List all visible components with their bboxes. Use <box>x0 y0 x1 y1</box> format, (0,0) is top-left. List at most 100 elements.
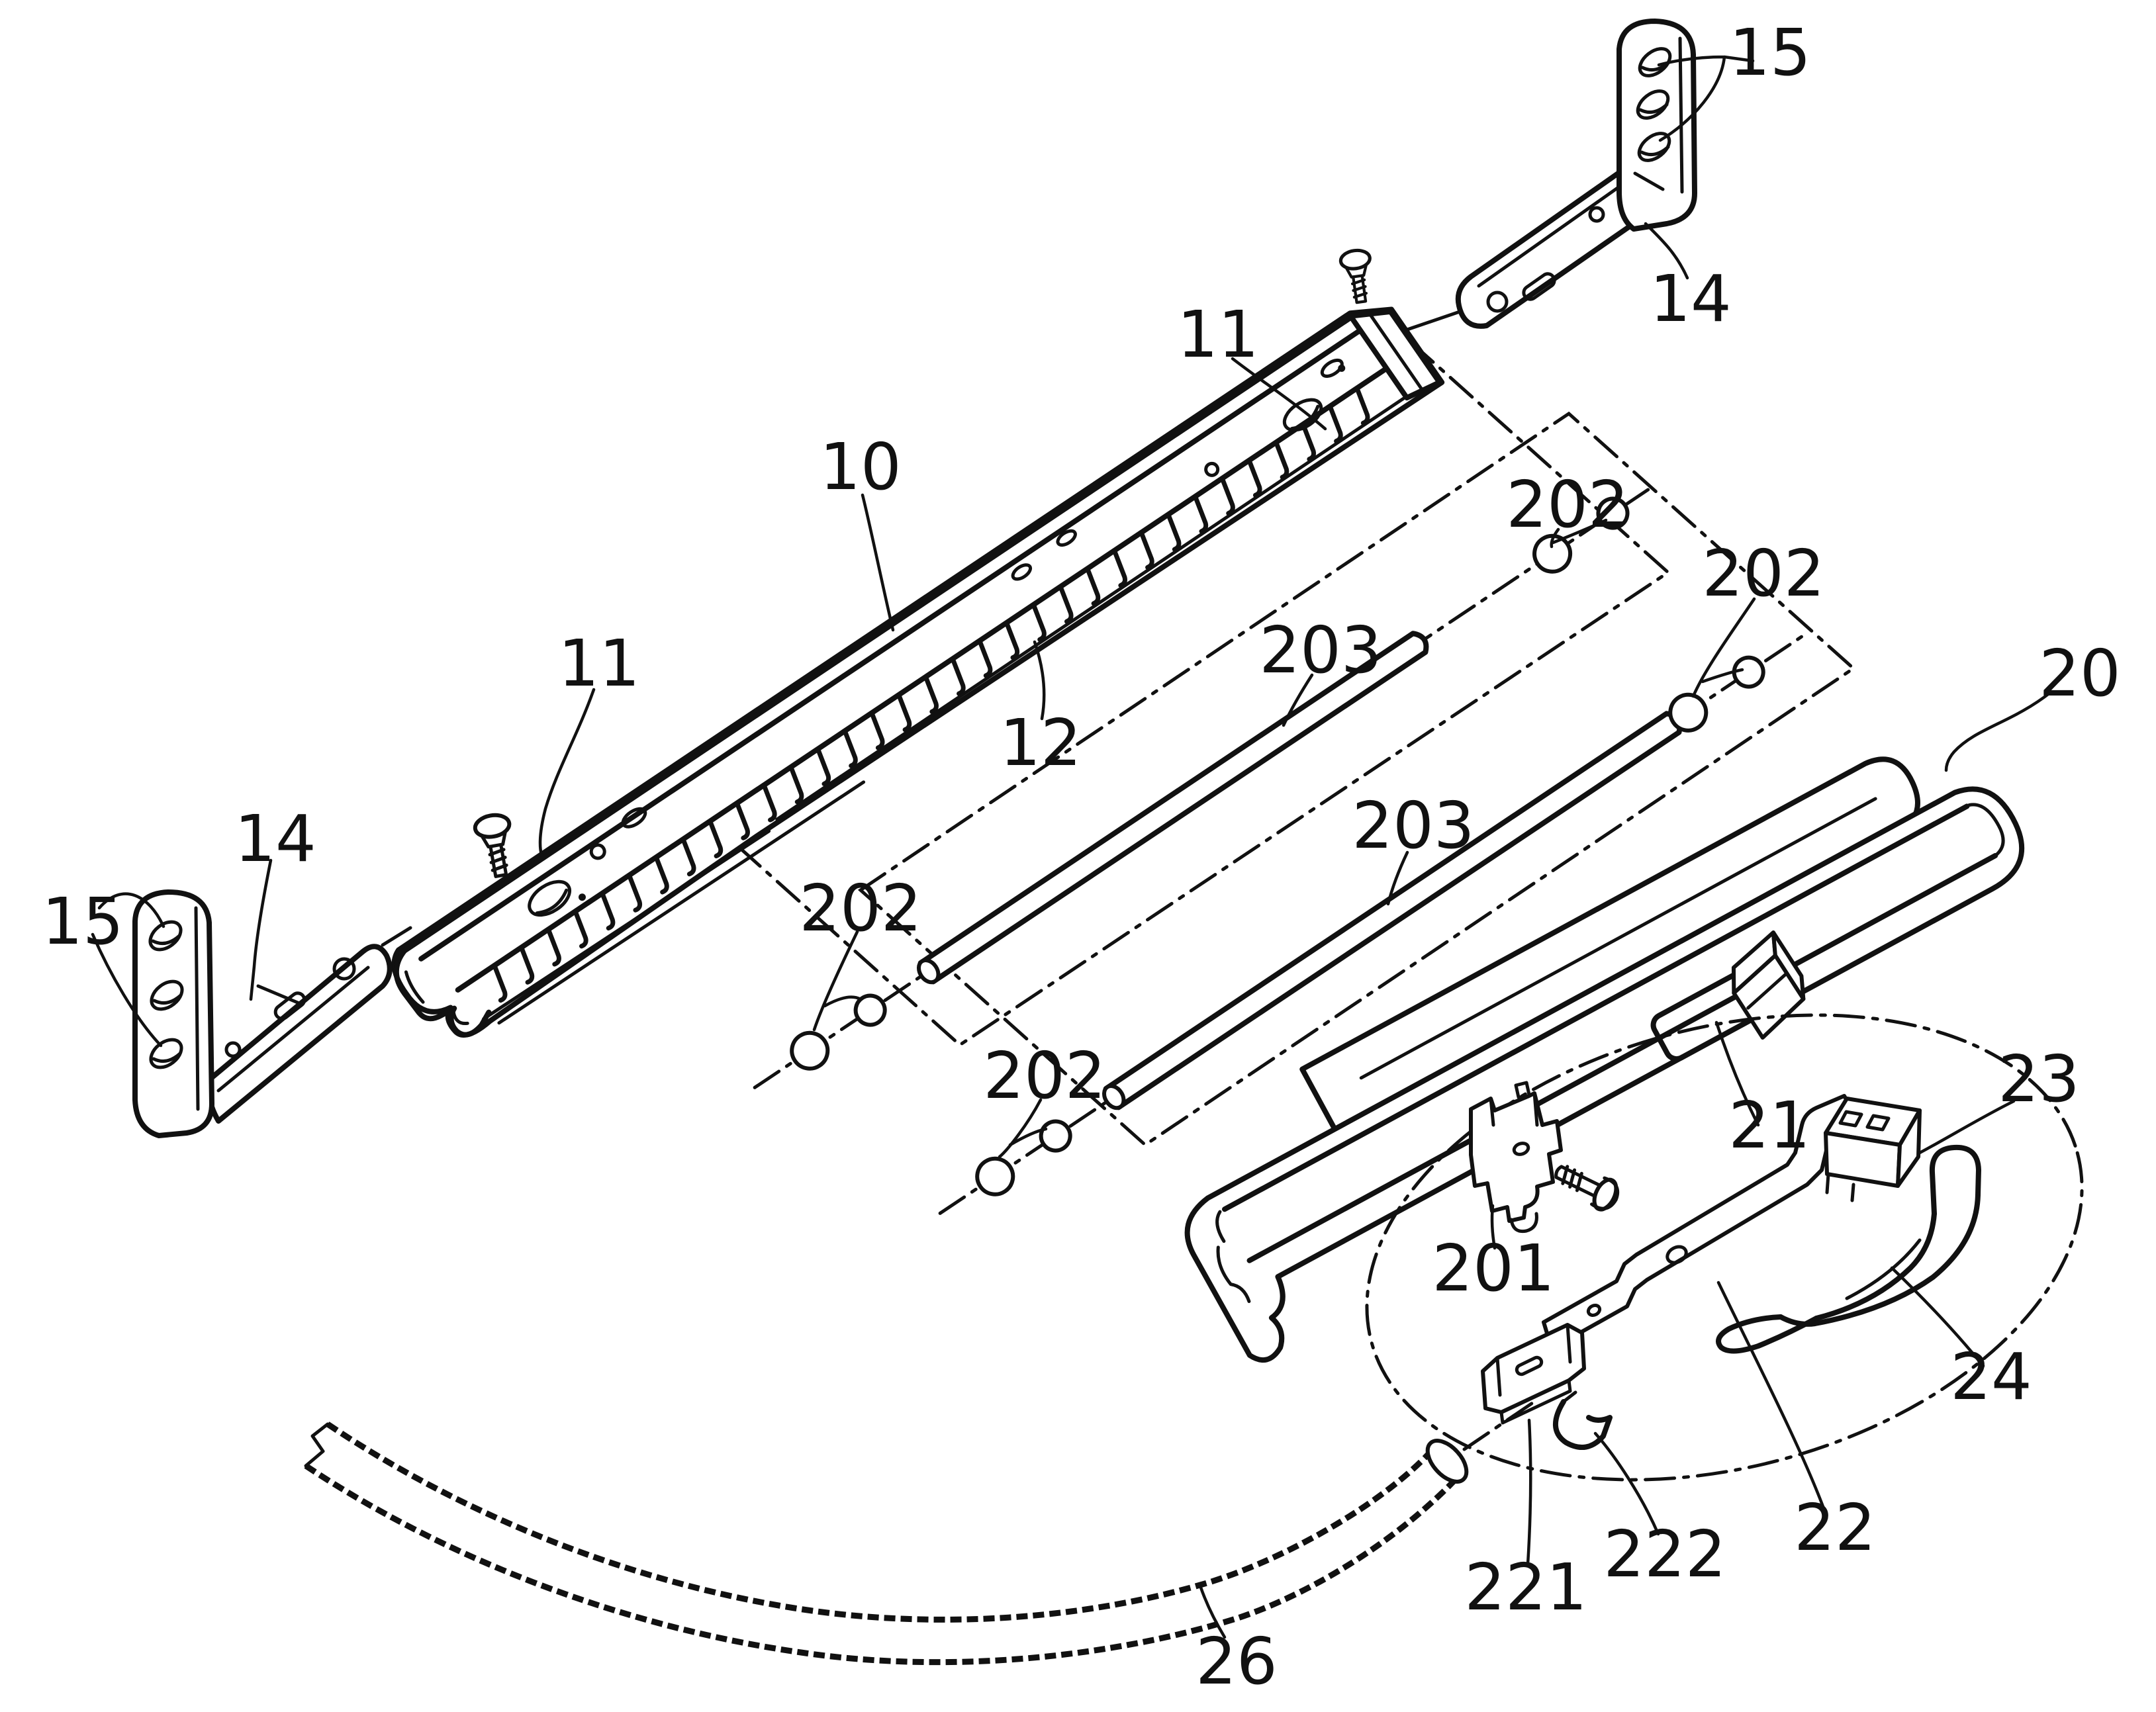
block-support <box>1825 1172 1855 1202</box>
bracket-crease <box>1633 171 1665 191</box>
handle-outer-curve <box>1778 1193 1981 1327</box>
leader-lines <box>91 55 2053 1639</box>
label-14-right: 14 <box>1650 261 1731 336</box>
leader-11-right <box>1231 357 1327 431</box>
bracket-arm-slot <box>273 991 306 1020</box>
leader-221 <box>1526 1418 1532 1566</box>
slide-bar-median <box>1359 797 1877 1080</box>
label-202-d: 202 <box>983 1038 1105 1113</box>
rail-hole-slot <box>621 807 647 829</box>
screw-head <box>1338 248 1372 271</box>
lever-strap <box>1542 1094 1855 1351</box>
cable-axis-tick <box>1462 1400 1536 1451</box>
bracket-arm-slot <box>1522 272 1556 301</box>
channel-bottom-bend <box>1246 853 1998 1263</box>
leader-22 <box>1716 1281 1826 1512</box>
block-square-hole <box>1865 1114 1891 1132</box>
screw-201 <box>1554 1165 1620 1212</box>
label-222: 222 <box>1603 1517 1726 1592</box>
ball-202 <box>1732 655 1765 689</box>
latch-tab-notch <box>1746 971 1789 1010</box>
leader-222 <box>1593 1431 1660 1536</box>
lower-rail-20 <box>1184 756 2025 1363</box>
block-side <box>1896 1108 1922 1188</box>
label-26: 26 <box>1195 1624 1277 1699</box>
bracket-hole-15 <box>148 920 183 952</box>
leader-202-b <box>1691 597 1756 698</box>
block-square-hole <box>1838 1110 1863 1128</box>
screw-11-left <box>473 813 512 878</box>
bracket-arm-edge <box>216 966 370 1093</box>
part-labels: 15 14 11 10 202 202 203 20 11 12 14 15 2… <box>42 15 2120 1699</box>
leader-24 <box>1890 1266 1985 1368</box>
alignment-tick <box>381 926 412 947</box>
bracket-arm-hole <box>332 957 356 981</box>
rack-teeth-12 <box>492 387 1370 1003</box>
bracket-hole-shade <box>151 934 181 946</box>
ball-202 <box>1532 533 1573 574</box>
bracket-arm <box>1455 168 1634 329</box>
rail-hole-shade <box>1290 404 1320 431</box>
leader-26 <box>1198 1584 1227 1639</box>
bracket-221-lip <box>1499 1378 1572 1425</box>
rail-left-end-inner <box>404 970 425 1004</box>
rail-bottom-edge-left <box>482 829 771 1021</box>
rail-hole-round <box>1204 461 1220 477</box>
bracket-plate-edge <box>1678 36 1684 194</box>
block-23 <box>1824 1097 1922 1202</box>
handle-24 <box>1716 1144 1981 1354</box>
bracket-hole-15 <box>150 979 184 1011</box>
bracket-hole-shade <box>1638 103 1669 114</box>
leader-14-left <box>249 858 273 1001</box>
channel-top-bend <box>1222 803 1970 1212</box>
rail-right-end-cap <box>1348 308 1442 401</box>
rail-hole-oval <box>528 879 571 917</box>
alignment-plane-upper <box>672 315 1671 1048</box>
screw-threads <box>1561 1165 1583 1193</box>
hook-222 <box>1552 1399 1613 1450</box>
rail-hole-slot <box>1056 529 1077 547</box>
screw-threads <box>1350 278 1368 299</box>
ball-202 <box>1039 1119 1072 1153</box>
bracket-plate <box>132 889 214 1138</box>
rail-left-end-section <box>393 948 492 1038</box>
upper-rail-10 <box>391 306 1445 1038</box>
label-201: 201 <box>1432 1231 1554 1306</box>
leader-15-right <box>1657 55 1755 142</box>
axis-group-lower <box>938 629 1811 1215</box>
lever-hole <box>1586 1304 1602 1317</box>
clip-u-notch <box>1509 1212 1538 1234</box>
screw-hole-dot <box>1338 364 1346 372</box>
rail-hole-slot <box>1011 563 1033 581</box>
bracket-14-right <box>1401 19 1697 333</box>
label-203-a: 203 <box>1259 613 1382 688</box>
label-10: 10 <box>820 429 901 504</box>
label-11-left: 11 <box>558 626 639 701</box>
leader-11-left <box>538 688 596 857</box>
screw-threads <box>488 848 508 872</box>
handle-j-hook <box>1929 1144 1981 1216</box>
bracket-crease <box>256 984 301 1005</box>
label-23: 23 <box>1998 1042 2079 1116</box>
lever-22 <box>1481 1094 1855 1450</box>
label-11-right: 11 <box>1177 297 1258 372</box>
label-15-right: 15 <box>1729 15 1810 90</box>
cable-upper-edge <box>326 1421 1432 1623</box>
bracket-14-left <box>132 889 412 1138</box>
label-203-b: 203 <box>1352 788 1474 863</box>
ball-202 <box>975 1156 1015 1196</box>
channel-rail <box>1184 786 2025 1363</box>
leader-23 <box>1918 1099 2016 1155</box>
bracket-221-slot <box>1515 1355 1544 1376</box>
cable-end-cap <box>1425 1439 1469 1484</box>
alignment-plane-lower <box>857 411 1857 1148</box>
bracket-arm-hole <box>224 1041 242 1058</box>
screw-hole-dot <box>578 893 586 901</box>
lever-hole <box>1665 1245 1688 1265</box>
label-15-left: 15 <box>42 884 123 959</box>
screw-collar <box>480 830 507 849</box>
leader-15-left <box>91 892 165 1048</box>
detail-ellipse <box>1365 1013 2084 1482</box>
leader-14-right <box>1644 222 1689 280</box>
